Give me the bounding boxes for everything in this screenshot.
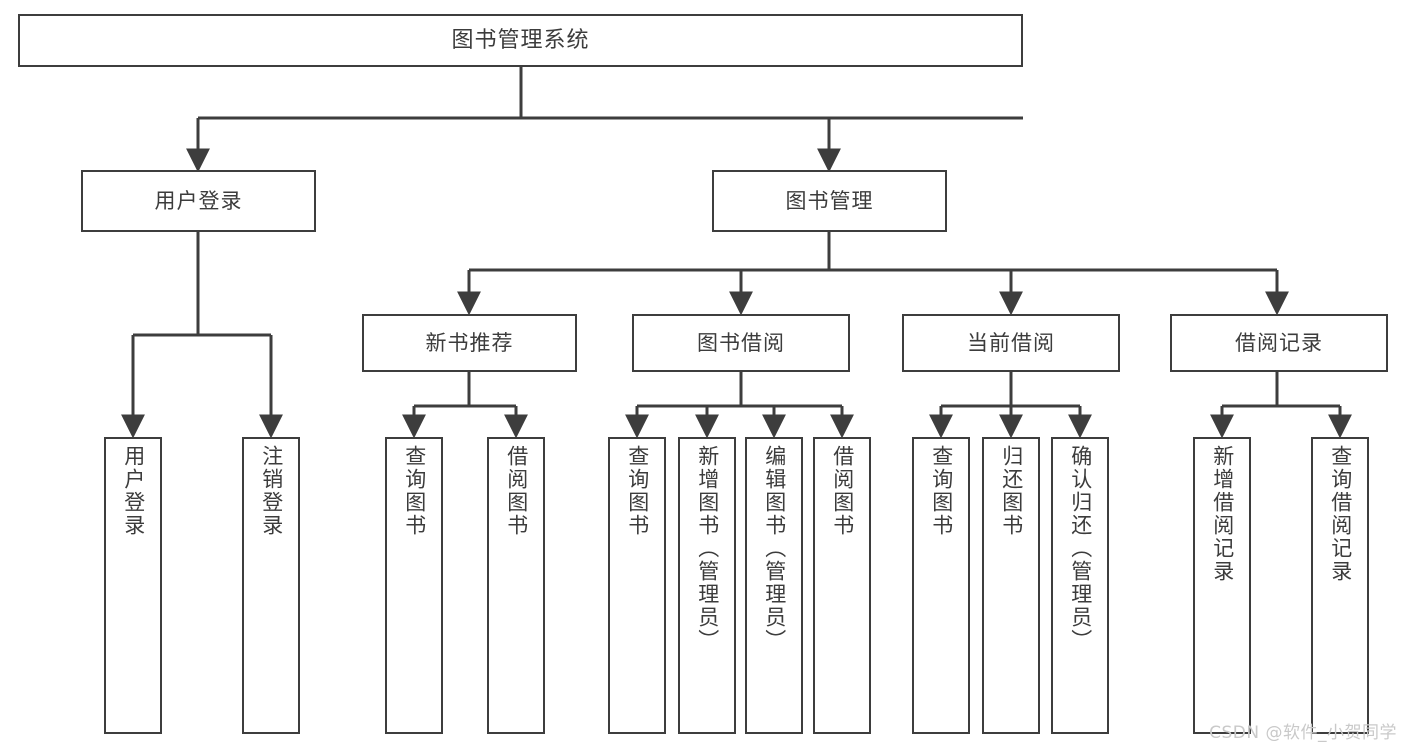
node-root[interactable]: 图书管理系统 xyxy=(18,14,1023,67)
node-current-borrow[interactable]: 当前借阅 xyxy=(902,314,1120,372)
node-book-borrow-label: 图书借阅 xyxy=(697,330,785,355)
leaf-borrow-query-book-label: 查询图书 xyxy=(625,445,650,537)
leaf-new-book-query[interactable]: 查询图书 xyxy=(385,437,443,734)
node-current-borrow-label: 当前借阅 xyxy=(967,330,1055,355)
node-user-login[interactable]: 用户登录 xyxy=(81,170,316,232)
leaf-current-confirm-return-label: 确认归还（管理员） xyxy=(1068,445,1093,652)
leaf-borrow-query-book[interactable]: 查询图书 xyxy=(608,437,666,734)
leaf-borrow-borrow-book[interactable]: 借阅图书 xyxy=(813,437,871,734)
node-new-book-recommend-label: 新书推荐 xyxy=(425,330,514,355)
leaf-borrow-edit-book[interactable]: 编辑图书（管理员） xyxy=(745,437,803,734)
leaf-new-book-borrow[interactable]: 借阅图书 xyxy=(487,437,545,734)
leaf-records-query-record-label: 查询借阅记录 xyxy=(1328,445,1353,583)
node-book-management[interactable]: 图书管理 xyxy=(712,170,947,232)
leaf-user-login-login[interactable]: 用户登录 xyxy=(104,437,162,734)
leaf-current-confirm-return[interactable]: 确认归还（管理员） xyxy=(1051,437,1109,734)
node-book-management-label: 图书管理 xyxy=(785,188,874,213)
leaf-new-book-borrow-label: 借阅图书 xyxy=(504,445,529,537)
node-borrow-records[interactable]: 借阅记录 xyxy=(1170,314,1388,372)
node-book-borrow[interactable]: 图书借阅 xyxy=(632,314,850,372)
leaf-borrow-borrow-book-label: 借阅图书 xyxy=(830,445,855,537)
leaf-current-query-book-label: 查询图书 xyxy=(929,445,954,537)
leaf-current-query-book[interactable]: 查询图书 xyxy=(912,437,970,734)
node-borrow-records-label: 借阅记录 xyxy=(1235,330,1323,355)
leaf-borrow-add-book-label: 新增图书（管理员） xyxy=(695,445,720,652)
node-new-book-recommend[interactable]: 新书推荐 xyxy=(362,314,577,372)
leaf-new-book-query-label: 查询图书 xyxy=(402,445,427,537)
leaf-user-login-logout-label: 注销登录 xyxy=(259,445,284,537)
leaf-current-return-book[interactable]: 归还图书 xyxy=(982,437,1040,734)
node-user-login-label: 用户登录 xyxy=(154,188,243,213)
watermark: CSDN @软件_小贺同学 xyxy=(1209,723,1397,743)
leaf-records-query-record[interactable]: 查询借阅记录 xyxy=(1311,437,1369,734)
leaf-borrow-edit-book-label: 编辑图书（管理员） xyxy=(762,445,787,652)
leaf-current-return-book-label: 归还图书 xyxy=(999,445,1024,537)
node-root-label: 图书管理系统 xyxy=(451,27,590,53)
leaf-user-login-logout[interactable]: 注销登录 xyxy=(242,437,300,734)
leaf-borrow-add-book[interactable]: 新增图书（管理员） xyxy=(678,437,736,734)
leaf-user-login-login-label: 用户登录 xyxy=(121,445,146,537)
leaf-records-add-record-label: 新增借阅记录 xyxy=(1210,445,1235,583)
leaf-records-add-record[interactable]: 新增借阅记录 xyxy=(1193,437,1251,734)
